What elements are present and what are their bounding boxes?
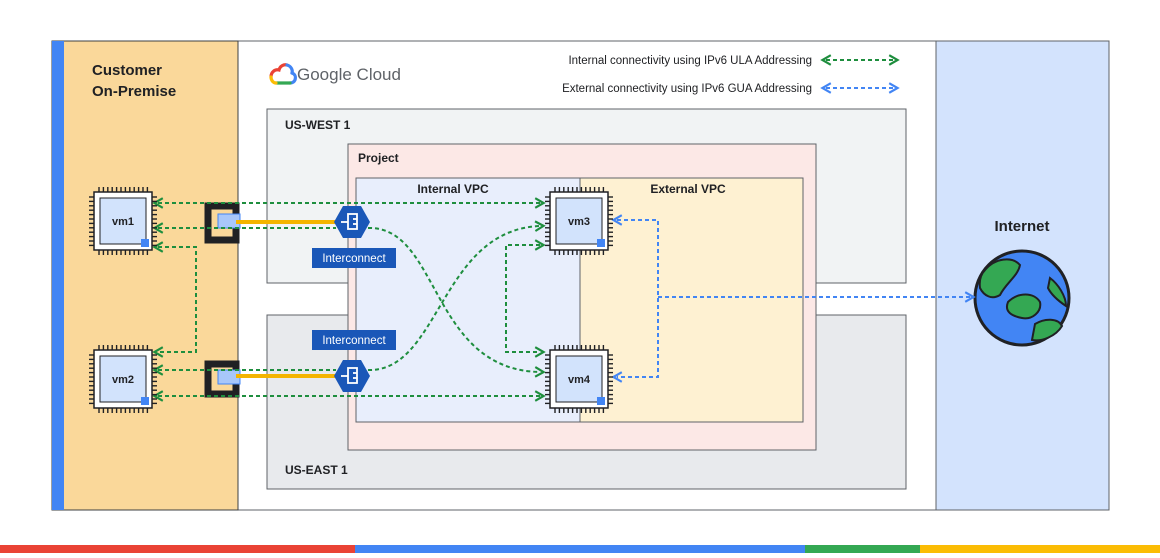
chip-marker — [597, 239, 605, 247]
internet-label: Internet — [994, 218, 1049, 235]
interconnect-badge-top — [312, 248, 396, 268]
chip-marker — [141, 397, 149, 405]
vm-chip-vm1: vm1 — [89, 187, 157, 255]
customer-panel: Customer On-Premise — [51, 40, 239, 511]
vm-chip-vm3: vm3 — [545, 187, 613, 255]
external-vpc-label: External VPC — [650, 182, 726, 196]
legend: Internal connectivity using IPv6 ULA Add… — [562, 54, 900, 95]
internal-connectivity — [152, 197, 546, 402]
strip-green — [805, 545, 920, 553]
google-cloud-logo: Google Cloud — [269, 63, 401, 85]
strip-red — [0, 545, 355, 553]
vm-label-vm1: vm1 — [112, 216, 134, 228]
customer-title-line1: Customer — [92, 62, 162, 79]
chip-core — [555, 355, 603, 403]
interconnect-icon-top — [334, 206, 370, 238]
interconnect-label-bottom: Interconnect — [322, 335, 386, 347]
chip-pins — [89, 345, 157, 413]
globe-icon — [973, 249, 1071, 347]
brand-color-strip — [0, 545, 1160, 553]
internal-vpc-label: Internal VPC — [417, 182, 489, 196]
chip-pins — [89, 187, 157, 255]
region-us-east-label: US-EAST 1 — [285, 463, 348, 477]
interconnect-badge-bottom — [312, 330, 396, 350]
chip-marker — [141, 239, 149, 247]
strip-yellow — [920, 545, 1160, 553]
project-label: Project — [358, 151, 399, 165]
vm-chip-vm4: vm4 — [545, 345, 613, 413]
vm-label-vm4: vm4 — [568, 374, 591, 386]
interconnect-label-top: Interconnect — [322, 253, 386, 265]
vm-chip-vm2: vm2 — [89, 345, 157, 413]
chip-core — [555, 197, 603, 245]
chip-marker — [597, 397, 605, 405]
internet-panel: Internet — [935, 40, 1110, 511]
chip-pins — [545, 345, 613, 413]
vm-label-vm2: vm2 — [112, 374, 134, 386]
legend-internal-text: Internal connectivity using IPv6 ULA Add… — [568, 55, 812, 67]
legend-external-text: External connectivity using IPv6 GUA Add… — [562, 83, 812, 95]
vm-label-vm3: vm3 — [568, 216, 590, 228]
external-connectivity — [611, 214, 976, 383]
customer-title-line2: On-Premise — [92, 83, 176, 100]
chip-pins — [545, 187, 613, 255]
external-vpc — [579, 177, 804, 423]
strip-blue — [355, 545, 805, 553]
google-cloud-wordmark: Google Cloud — [297, 65, 401, 84]
interconnect-icon-bottom — [334, 360, 370, 392]
chip-core — [99, 197, 147, 245]
chip-core — [99, 355, 147, 403]
region-us-west-label: US-WEST 1 — [285, 118, 351, 132]
cloud-icon — [269, 63, 297, 85]
vm-layer: vm1 vm2 vm3 vm4 — [89, 187, 613, 413]
